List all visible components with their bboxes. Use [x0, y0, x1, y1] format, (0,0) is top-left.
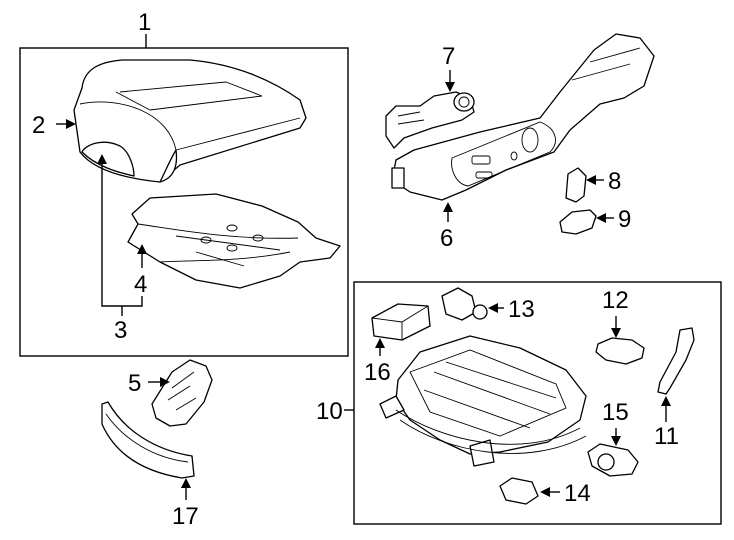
callout-13: 13	[508, 296, 535, 323]
callout-11: 11	[654, 423, 679, 450]
callout-2: 2	[32, 112, 45, 139]
motor-bracket-part	[595, 337, 645, 365]
callout-3: 3	[114, 317, 127, 344]
callout-16: 16	[364, 359, 391, 386]
callout-17: 17	[172, 503, 199, 530]
trim-strip-part	[101, 401, 195, 479]
group-box-frame	[353, 281, 722, 525]
callout-7: 7	[442, 43, 455, 70]
cushion-pan-part	[127, 193, 341, 289]
seat-frame-part	[379, 335, 587, 467]
callout-1: 1	[138, 9, 151, 36]
connector-part	[499, 477, 539, 505]
callout-9: 9	[618, 206, 631, 233]
callout-5: 5	[128, 370, 141, 397]
control-module-part	[371, 303, 431, 341]
callout-6: 6	[440, 225, 453, 252]
cable-bracket-part	[657, 327, 695, 395]
side-trim-part	[151, 359, 213, 427]
actuator-part	[441, 287, 488, 321]
knob-part	[565, 167, 587, 203]
callout-15: 15	[602, 399, 629, 426]
callout-8: 8	[608, 168, 621, 195]
switch-cap-part	[559, 209, 597, 235]
group-box-cushion	[19, 47, 349, 357]
callout-12: 12	[602, 287, 629, 314]
callout-14: 14	[564, 480, 591, 507]
side-shield-part	[391, 33, 655, 201]
callout-10: 10	[316, 398, 343, 425]
callout-4: 4	[134, 271, 147, 298]
motor-part	[587, 443, 639, 477]
seat-cushion-part	[73, 59, 307, 183]
recliner-switch-part	[385, 91, 475, 149]
